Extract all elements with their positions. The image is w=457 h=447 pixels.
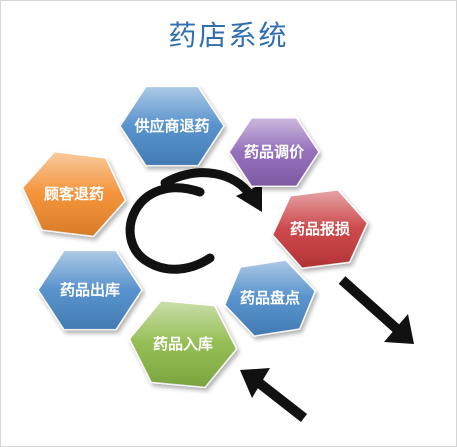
hexagon-gloss	[224, 260, 316, 336]
hexagon-gloss	[272, 189, 368, 269]
hexagon-label: 顾客退药	[44, 185, 104, 203]
hexagon-node-drug-inbound: 药品入库	[128, 299, 238, 389]
hexagon-label: 供应商退药	[133, 117, 209, 135]
incoming-arrow	[240, 368, 308, 422]
hexagon-gloss	[38, 250, 142, 330]
hexagon-label: 药品调价	[244, 143, 305, 161]
hexagon-gloss	[120, 86, 224, 166]
hexagon-gloss	[229, 117, 319, 187]
hexagon-label: 药品出库	[60, 281, 120, 299]
diagram-title: 药店系统	[168, 19, 289, 52]
hexagon-label: 药品报损	[290, 220, 350, 238]
hexagon-gloss	[129, 300, 237, 388]
hexagon-label: 药品入库	[153, 335, 213, 353]
hexagon-node-supplier-return: 供应商退药	[119, 85, 225, 167]
hexagon-node-drug-outbound: 药品出库	[37, 249, 143, 331]
hexagon-node-drug-scrap: 药品报损	[271, 189, 369, 269]
cycle-arrow	[125, 183, 215, 274]
hexagon-node-drug-inventory: 药品盘点	[223, 259, 317, 337]
hexagon-gloss	[22, 151, 126, 237]
outgoing-arrow	[338, 276, 414, 344]
hexagon-label: 药品盘点	[240, 289, 300, 307]
cycle-arrowhead	[236, 184, 262, 212]
hexagon-node-drug-price-adjust: 药品调价	[228, 116, 320, 188]
hexagon-node-customer-return: 顾客退药	[21, 150, 127, 238]
cycle-arrow-upper	[160, 168, 253, 197]
